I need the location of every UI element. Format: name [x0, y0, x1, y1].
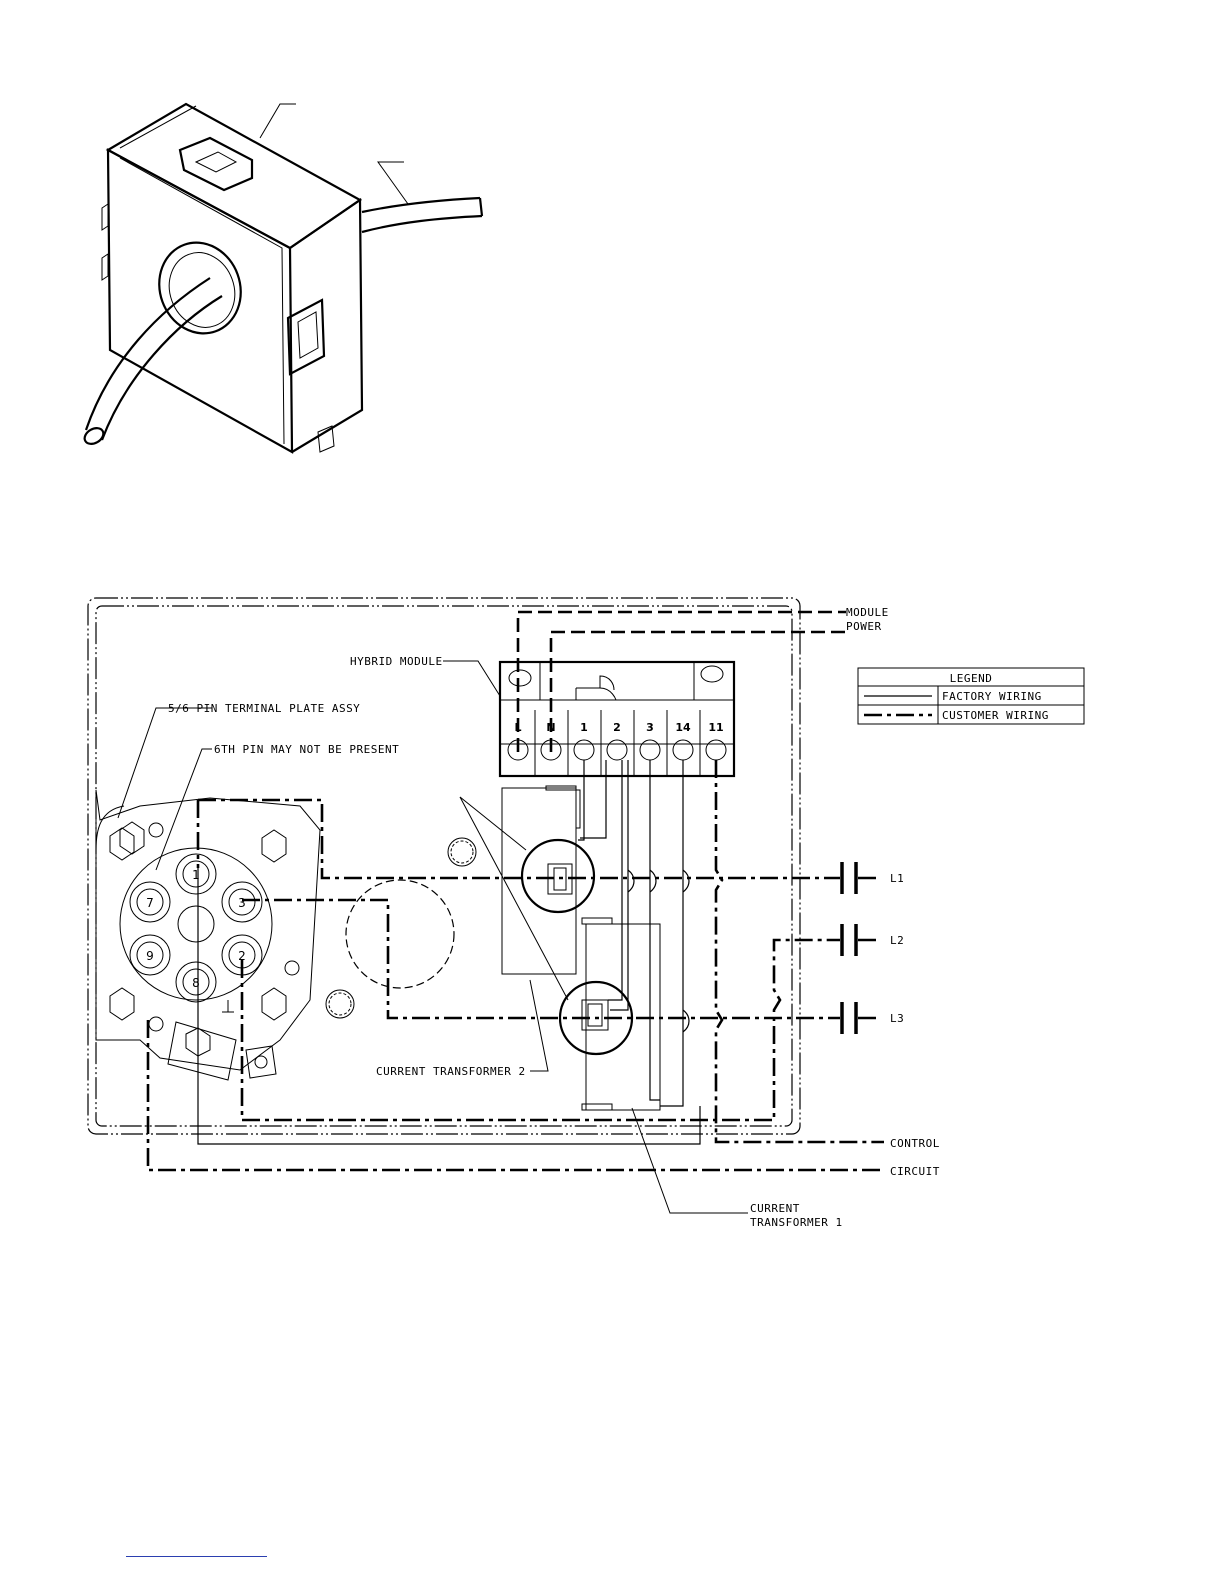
- module-power-label-1: MODULE: [846, 606, 889, 619]
- l3-label: L3: [890, 1012, 904, 1025]
- pin-2-label: 2: [238, 949, 246, 963]
- hybrid-module: L N 1 2 3 14 11: [500, 662, 734, 776]
- module-power-label-2: POWER: [846, 620, 882, 633]
- legend-title: LEGEND: [950, 672, 993, 685]
- current-sensor-illustration: [82, 104, 482, 452]
- ct1-label-2: TRANSFORMER 1: [750, 1216, 843, 1229]
- hybrid-module-label: HYBRID MODULE: [350, 655, 443, 668]
- current-transformer-1: [560, 918, 660, 1110]
- terminal-3-label: 3: [646, 721, 654, 734]
- legend-factory-label: FACTORY WIRING: [942, 690, 1042, 703]
- sensor-leader-2: [378, 162, 408, 204]
- terminal-1-label: 1: [580, 721, 588, 734]
- current-transformer-2: [502, 786, 594, 974]
- factory-wiring: [198, 760, 700, 1144]
- enclosure-components: [326, 838, 476, 1018]
- l1-label: L1: [890, 872, 904, 885]
- terminal-11-label: 11: [708, 721, 723, 734]
- circuit-label: CIRCUIT: [890, 1165, 940, 1178]
- sensor-leader-1: [260, 104, 296, 138]
- terminal-14-label: 14: [675, 721, 691, 734]
- ct1-label-1: CURRENT: [750, 1202, 800, 1215]
- control-label: CONTROL: [890, 1137, 940, 1150]
- pin-8-label: 8: [192, 976, 200, 990]
- ct2-label: CURRENT TRANSFORMER 2: [376, 1065, 526, 1078]
- legend-customer-label: CUSTOMER WIRING: [942, 709, 1049, 722]
- footer-underline: [126, 1556, 267, 1557]
- legend: LEGEND FACTORY WIRING CUSTOMER WIRING: [858, 668, 1084, 724]
- l2-label: L2: [890, 934, 904, 947]
- pin-1-label: 1: [192, 868, 200, 882]
- sixth-pin-label: 6TH PIN MAY NOT BE PRESENT: [214, 743, 399, 756]
- terminal-plate: 1 7 3 9 2 8: [96, 790, 320, 1080]
- line-wiring: [148, 800, 884, 1170]
- pin-3-label: 3: [238, 896, 246, 910]
- terminal-plate-label: 5/6 PIN TERMINAL PLATE ASSY: [168, 702, 360, 715]
- pin-7-label: 7: [146, 896, 154, 910]
- pin-9-label: 9: [146, 949, 154, 963]
- terminal-2-label: 2: [613, 721, 621, 734]
